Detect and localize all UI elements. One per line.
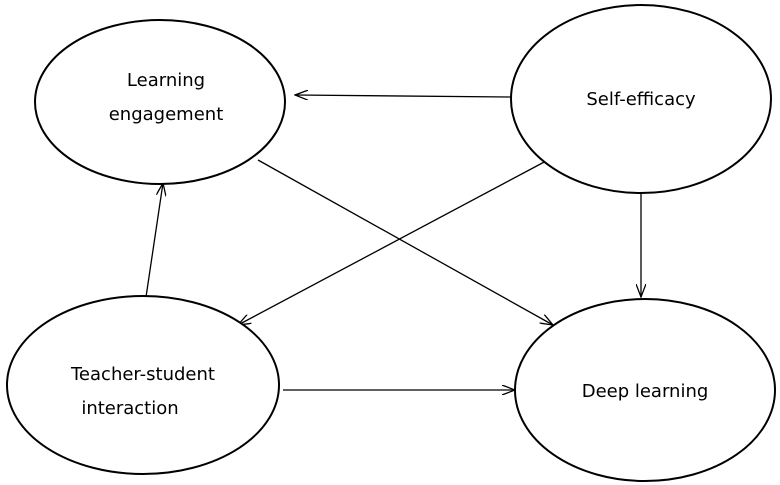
node-deep-learning: Deep learning: [514, 298, 776, 482]
node-teacher-student-interaction-label-line2: interaction: [81, 398, 178, 419]
node-learning-engagement-label-line2: engagement: [109, 104, 224, 125]
edge-teacher-student-interaction-to-learning-engagement: [145, 183, 163, 298]
node-deep-learning-label: Deep learning: [582, 381, 709, 402]
node-teacher-student-interaction-label-line1: Teacher-student: [70, 364, 215, 385]
edge-learning-engagement-to-deep-learning: [257, 159, 553, 325]
node-learning-engagement-label-line1: Learning: [127, 70, 205, 91]
edge-self-efficacy-to-teacher-student-interaction: [238, 159, 549, 325]
node-teacher-student-interaction: Teacher-student interaction: [6, 295, 280, 475]
node-self-efficacy-label: Self-efficacy: [586, 89, 696, 110]
node-learning-engagement: Learning engagement: [34, 19, 286, 185]
node-self-efficacy: Self-efficacy: [510, 4, 772, 194]
edge-self-efficacy-to-learning-engagement: [295, 95, 512, 97]
